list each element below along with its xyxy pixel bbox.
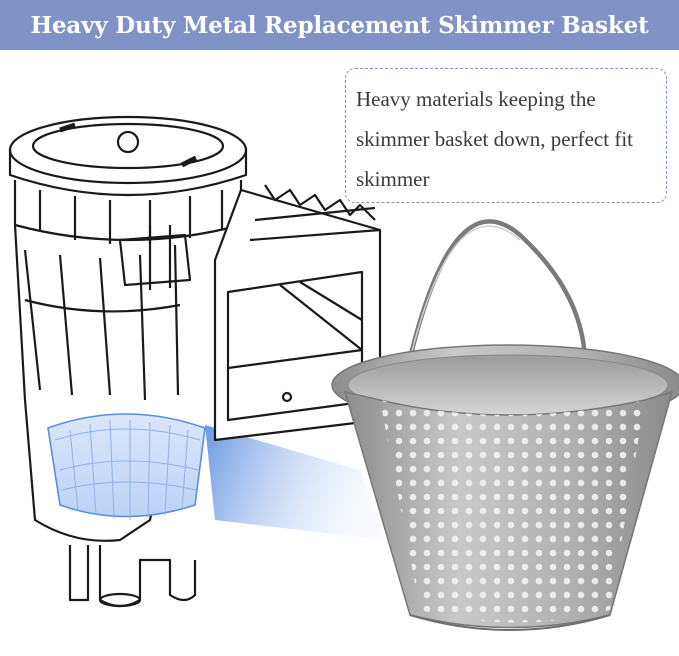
basket-handle: [402, 219, 588, 381]
callout-text: Heavy materials keeping the skimmer bask…: [356, 87, 633, 191]
feature-callout: Heavy materials keeping the skimmer bask…: [345, 68, 667, 203]
banner-title: Heavy Duty Metal Replacement Skimmer Bas…: [30, 11, 649, 39]
highlight-beam: [205, 425, 385, 540]
small-basket-highlight: [47, 413, 206, 518]
title-banner: Heavy Duty Metal Replacement Skimmer Bas…: [0, 0, 679, 50]
